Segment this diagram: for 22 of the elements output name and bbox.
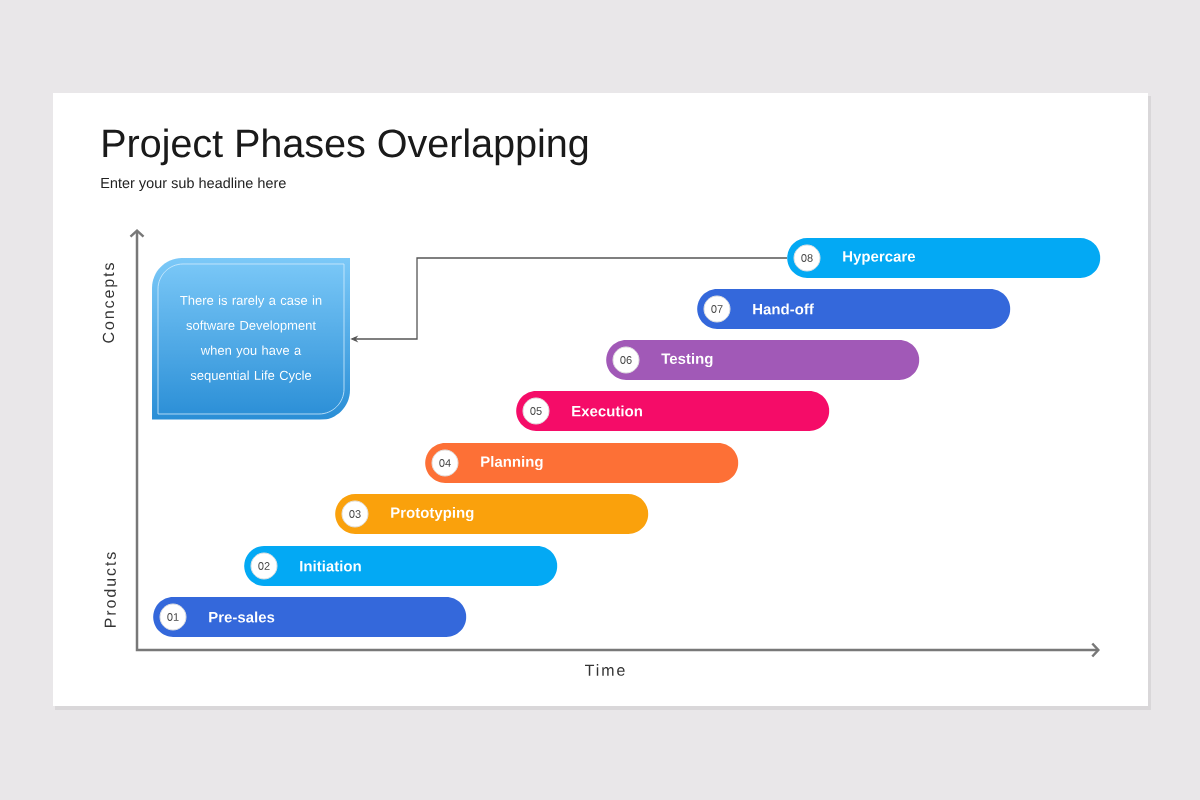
phase-label: Hypercare [843,251,916,265]
phase-label: Execution [572,405,642,417]
phase-label: Hand-off [753,303,814,315]
axis-label: Concepts [102,263,118,343]
axis-label: Time [585,664,625,676]
phase-label: Pre-sales [209,611,275,623]
number-badge: 08 [793,244,821,272]
number-badge: 01 [159,603,187,631]
subtitle: Enter your sub headline here [101,177,286,191]
number-badge: 03 [341,500,369,528]
title: Project Phases Overlapping [103,128,588,166]
phase-label: Planning [481,455,543,471]
axis-label: Products [104,552,116,627]
number-badge: 07 [703,295,731,323]
number-badge: 02 [250,552,278,580]
phase-label: Prototyping [391,506,474,522]
phase-label: Testing [661,352,713,368]
number-badge: 04 [431,449,459,477]
phase-label: Initiation [300,560,361,572]
callout-box: There is rarely a case in software Development when you have a sequential Life Cycle [157,263,345,415]
number-badge: 06 [612,346,640,374]
number-badge: 05 [522,397,550,425]
